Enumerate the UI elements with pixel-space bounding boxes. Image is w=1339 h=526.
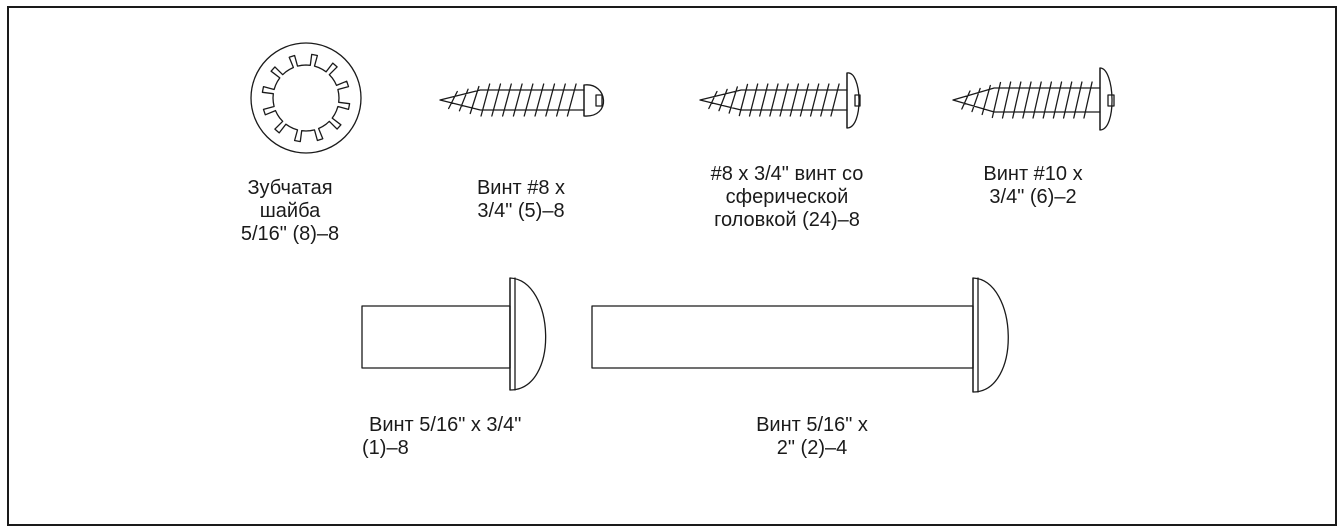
label-line: Винт 5/16" x 3/4" — [369, 414, 522, 436]
label-line: 3/4" (6)–2 — [989, 186, 1077, 208]
label-line: сферической — [725, 186, 849, 208]
screw-8-label: Винт #8 x 3/4" (5)–8 — [477, 177, 565, 223]
screw-10-label: Винт #10 x 3/4" (6)–2 — [983, 163, 1082, 209]
label-line: Винт #10 x — [983, 163, 1083, 185]
label-line: шайба — [259, 200, 321, 222]
screw-8-round-label: #8 x 3/4" винт со сферической головкой (… — [711, 163, 864, 232]
bolt-long-icon — [591, 277, 1009, 393]
label-line: Винт 5/16" x — [756, 414, 868, 436]
screw-10-icon — [952, 67, 1115, 131]
star-washer-icon — [250, 42, 362, 154]
label-line: 2" (2)–4 — [776, 437, 848, 459]
label-line: 3/4" (5)–8 — [477, 200, 565, 222]
label-line: 5/16" (8)–8 — [240, 223, 340, 245]
bolt-long-label: Винт 5/16" x 2" (2)–4 — [756, 414, 868, 460]
label-line: головкой (24)–8 — [714, 209, 860, 231]
label-line: #8 x 3/4" винт со — [710, 163, 864, 185]
label-line: (1)–8 — [362, 437, 409, 459]
screw-8-round-icon — [699, 72, 861, 129]
bolt-short-icon — [361, 277, 547, 391]
bolt-short-label: Винт 5/16" x 3/4" (1)–8 — [362, 414, 521, 460]
star-washer-label: Зубчатая шайба 5/16" (8)–8 — [241, 177, 339, 246]
label-line: Зубчатая — [247, 177, 333, 199]
label-line: Винт #8 x — [476, 177, 566, 199]
screw-8-icon — [439, 83, 605, 117]
hardware-diagram — [250, 42, 1115, 393]
